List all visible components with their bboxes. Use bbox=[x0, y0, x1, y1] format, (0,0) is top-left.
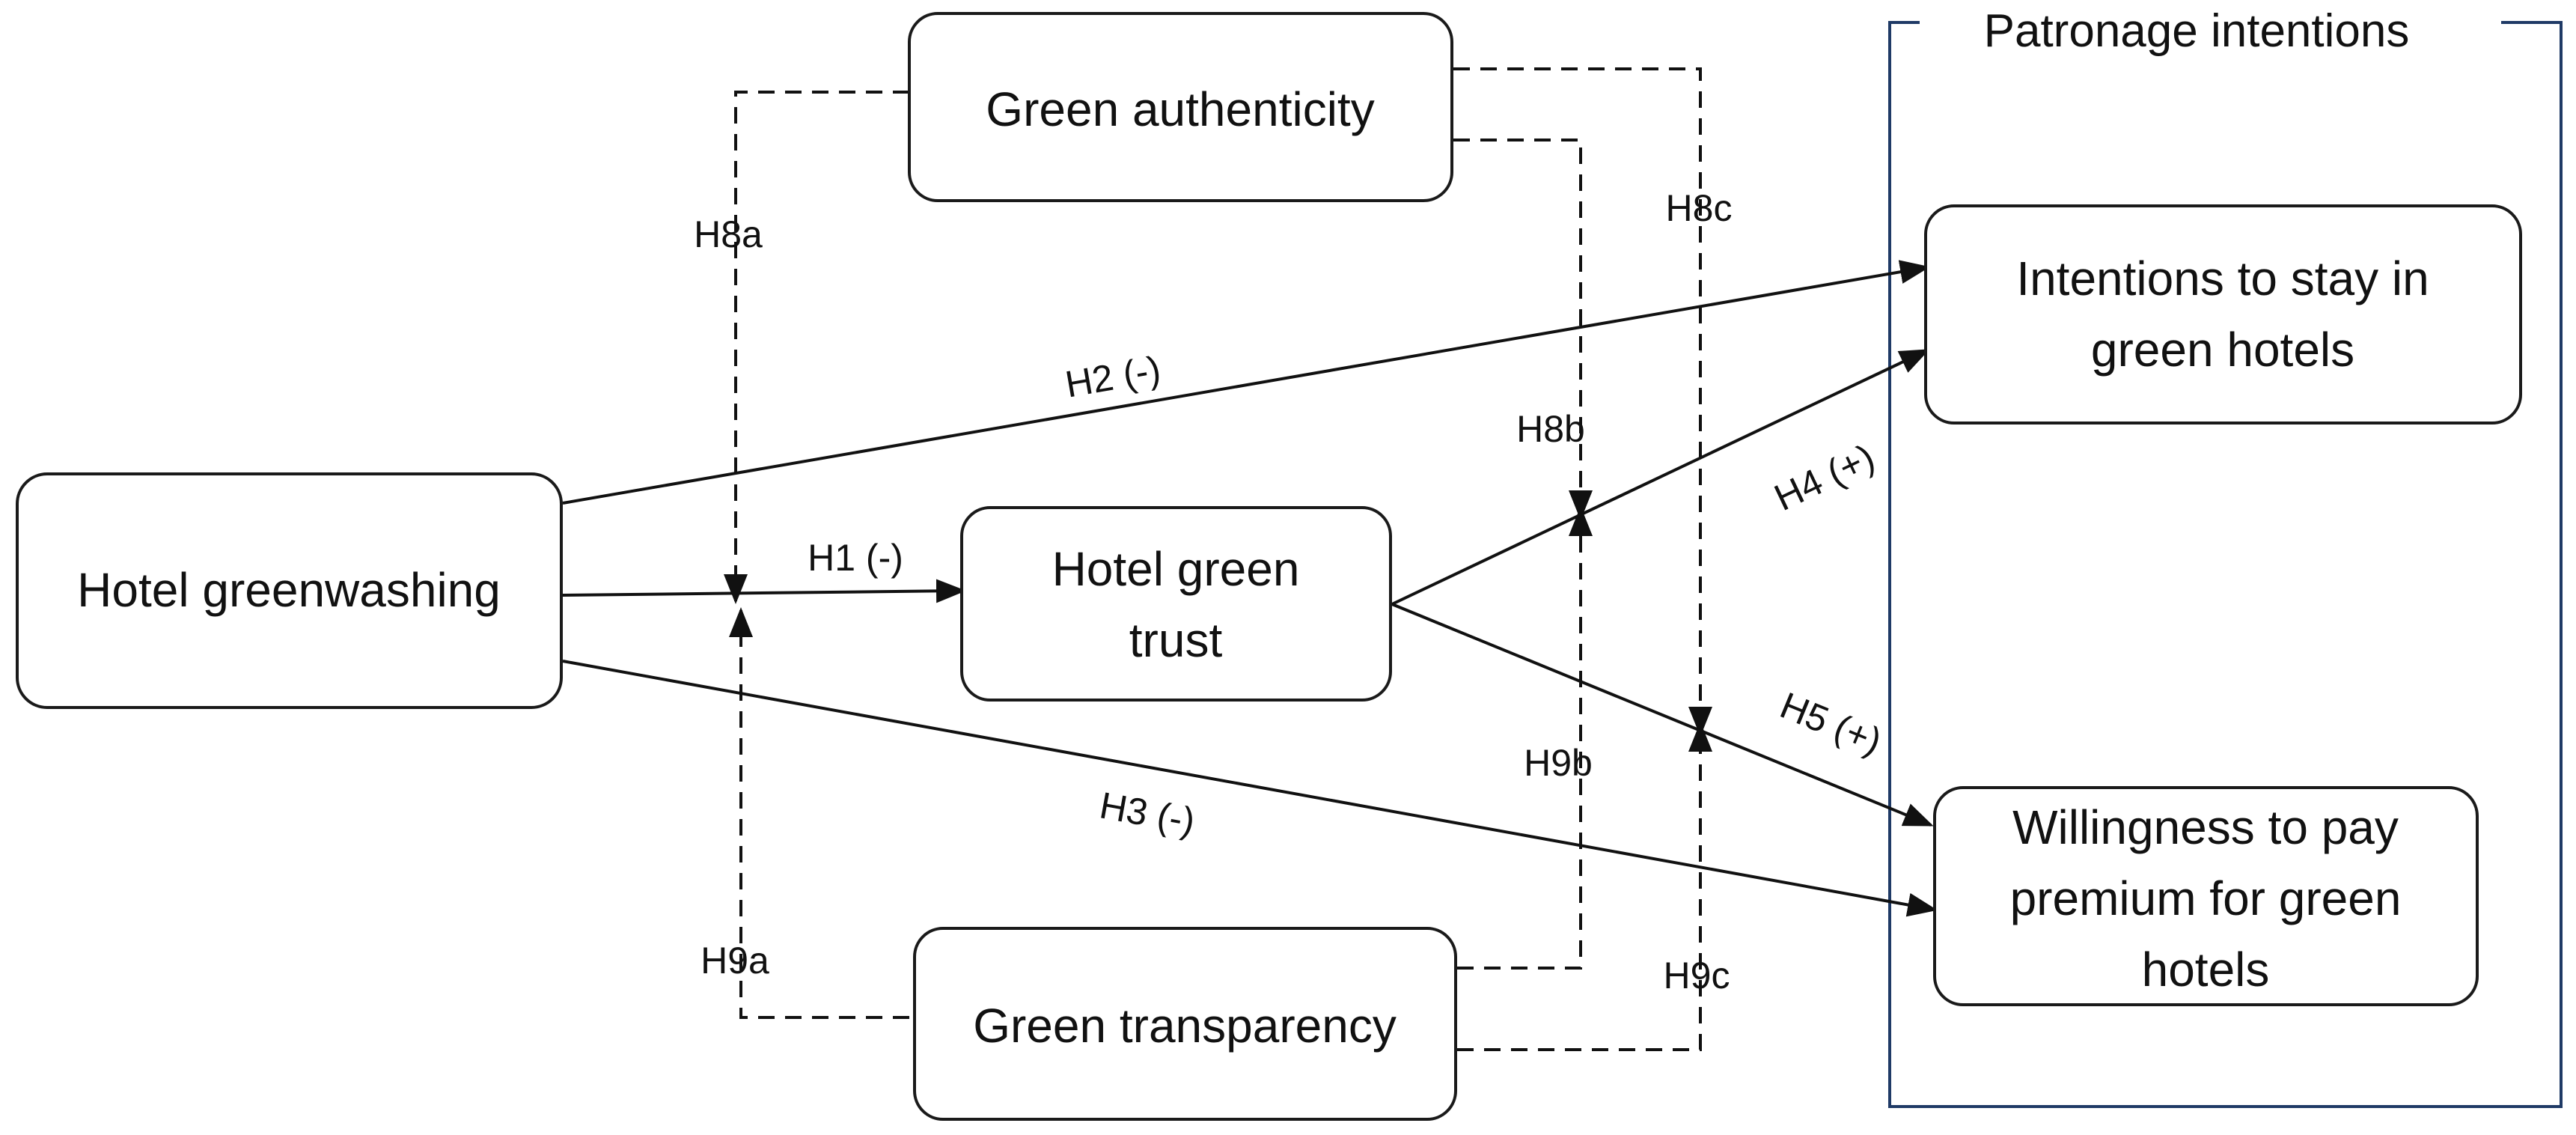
h9b-label: H9b bbox=[1524, 742, 1593, 784]
intentions-to-stay-label-line1: Intentions to stay in bbox=[2016, 252, 2429, 305]
hotel-greenwashing-box: Hotel greenwashing bbox=[16, 472, 563, 709]
green-authenticity-box: Green authenticity bbox=[908, 12, 1453, 202]
intentions-to-stay-box: Intentions to stay in green hotels bbox=[1924, 204, 2522, 425]
h9a-path bbox=[729, 607, 909, 1019]
willingness-to-pay-label-line1: Willingness to pay bbox=[2012, 800, 2399, 854]
green-transparency-box: Green transparency bbox=[913, 927, 1457, 1121]
h1-label: H1 (-) bbox=[808, 537, 903, 579]
h9c-path bbox=[1457, 722, 1712, 1051]
hotel-green-trust-label-line1: Hotel green bbox=[1052, 542, 1300, 596]
patronage-intentions-label: Patronage intentions bbox=[1984, 5, 2410, 57]
h9c-label: H9c bbox=[1664, 955, 1730, 996]
green-transparency-label: Green transparency bbox=[973, 999, 1397, 1053]
h1-path bbox=[562, 579, 966, 603]
green-authenticity-label: Green authenticity bbox=[986, 82, 1374, 136]
willingness-to-pay-label-line2: premium for green bbox=[2010, 871, 2402, 925]
h8c-label: H8c bbox=[1666, 187, 1733, 229]
hotel-greenwashing-label: Hotel greenwashing bbox=[77, 563, 501, 617]
h9a-label: H9a bbox=[701, 940, 769, 982]
h8a-path bbox=[724, 91, 909, 604]
h2-label: H2 (-) bbox=[1062, 348, 1163, 406]
h3-label: H3 (-) bbox=[1096, 784, 1198, 842]
h5-path bbox=[1391, 603, 1934, 827]
h8a-label: H8a bbox=[694, 213, 763, 255]
h8b-label: H8b bbox=[1516, 408, 1585, 450]
willingness-to-pay-box: Willingness to pay premium for green hot… bbox=[1933, 786, 2479, 1006]
h2-path bbox=[562, 260, 1930, 505]
h4-path bbox=[1391, 349, 1930, 606]
h9b-path bbox=[1457, 506, 1593, 970]
hotel-green-trust-label-line2: trust bbox=[1129, 613, 1223, 667]
h5-label: H5 (+) bbox=[1774, 684, 1887, 763]
hotel-green-trust-box: Hotel green trust bbox=[960, 506, 1392, 702]
h3-path bbox=[562, 660, 1938, 917]
h8b-path bbox=[1453, 139, 1593, 520]
patronage-intentions-frame bbox=[1888, 21, 2563, 1108]
intentions-to-stay-label-line2: green hotels bbox=[2091, 323, 2354, 377]
willingness-to-pay-label-line3: hotels bbox=[2142, 943, 2270, 996]
h4-label: H4 (+) bbox=[1768, 436, 1881, 519]
h8c-path bbox=[1453, 67, 1712, 737]
